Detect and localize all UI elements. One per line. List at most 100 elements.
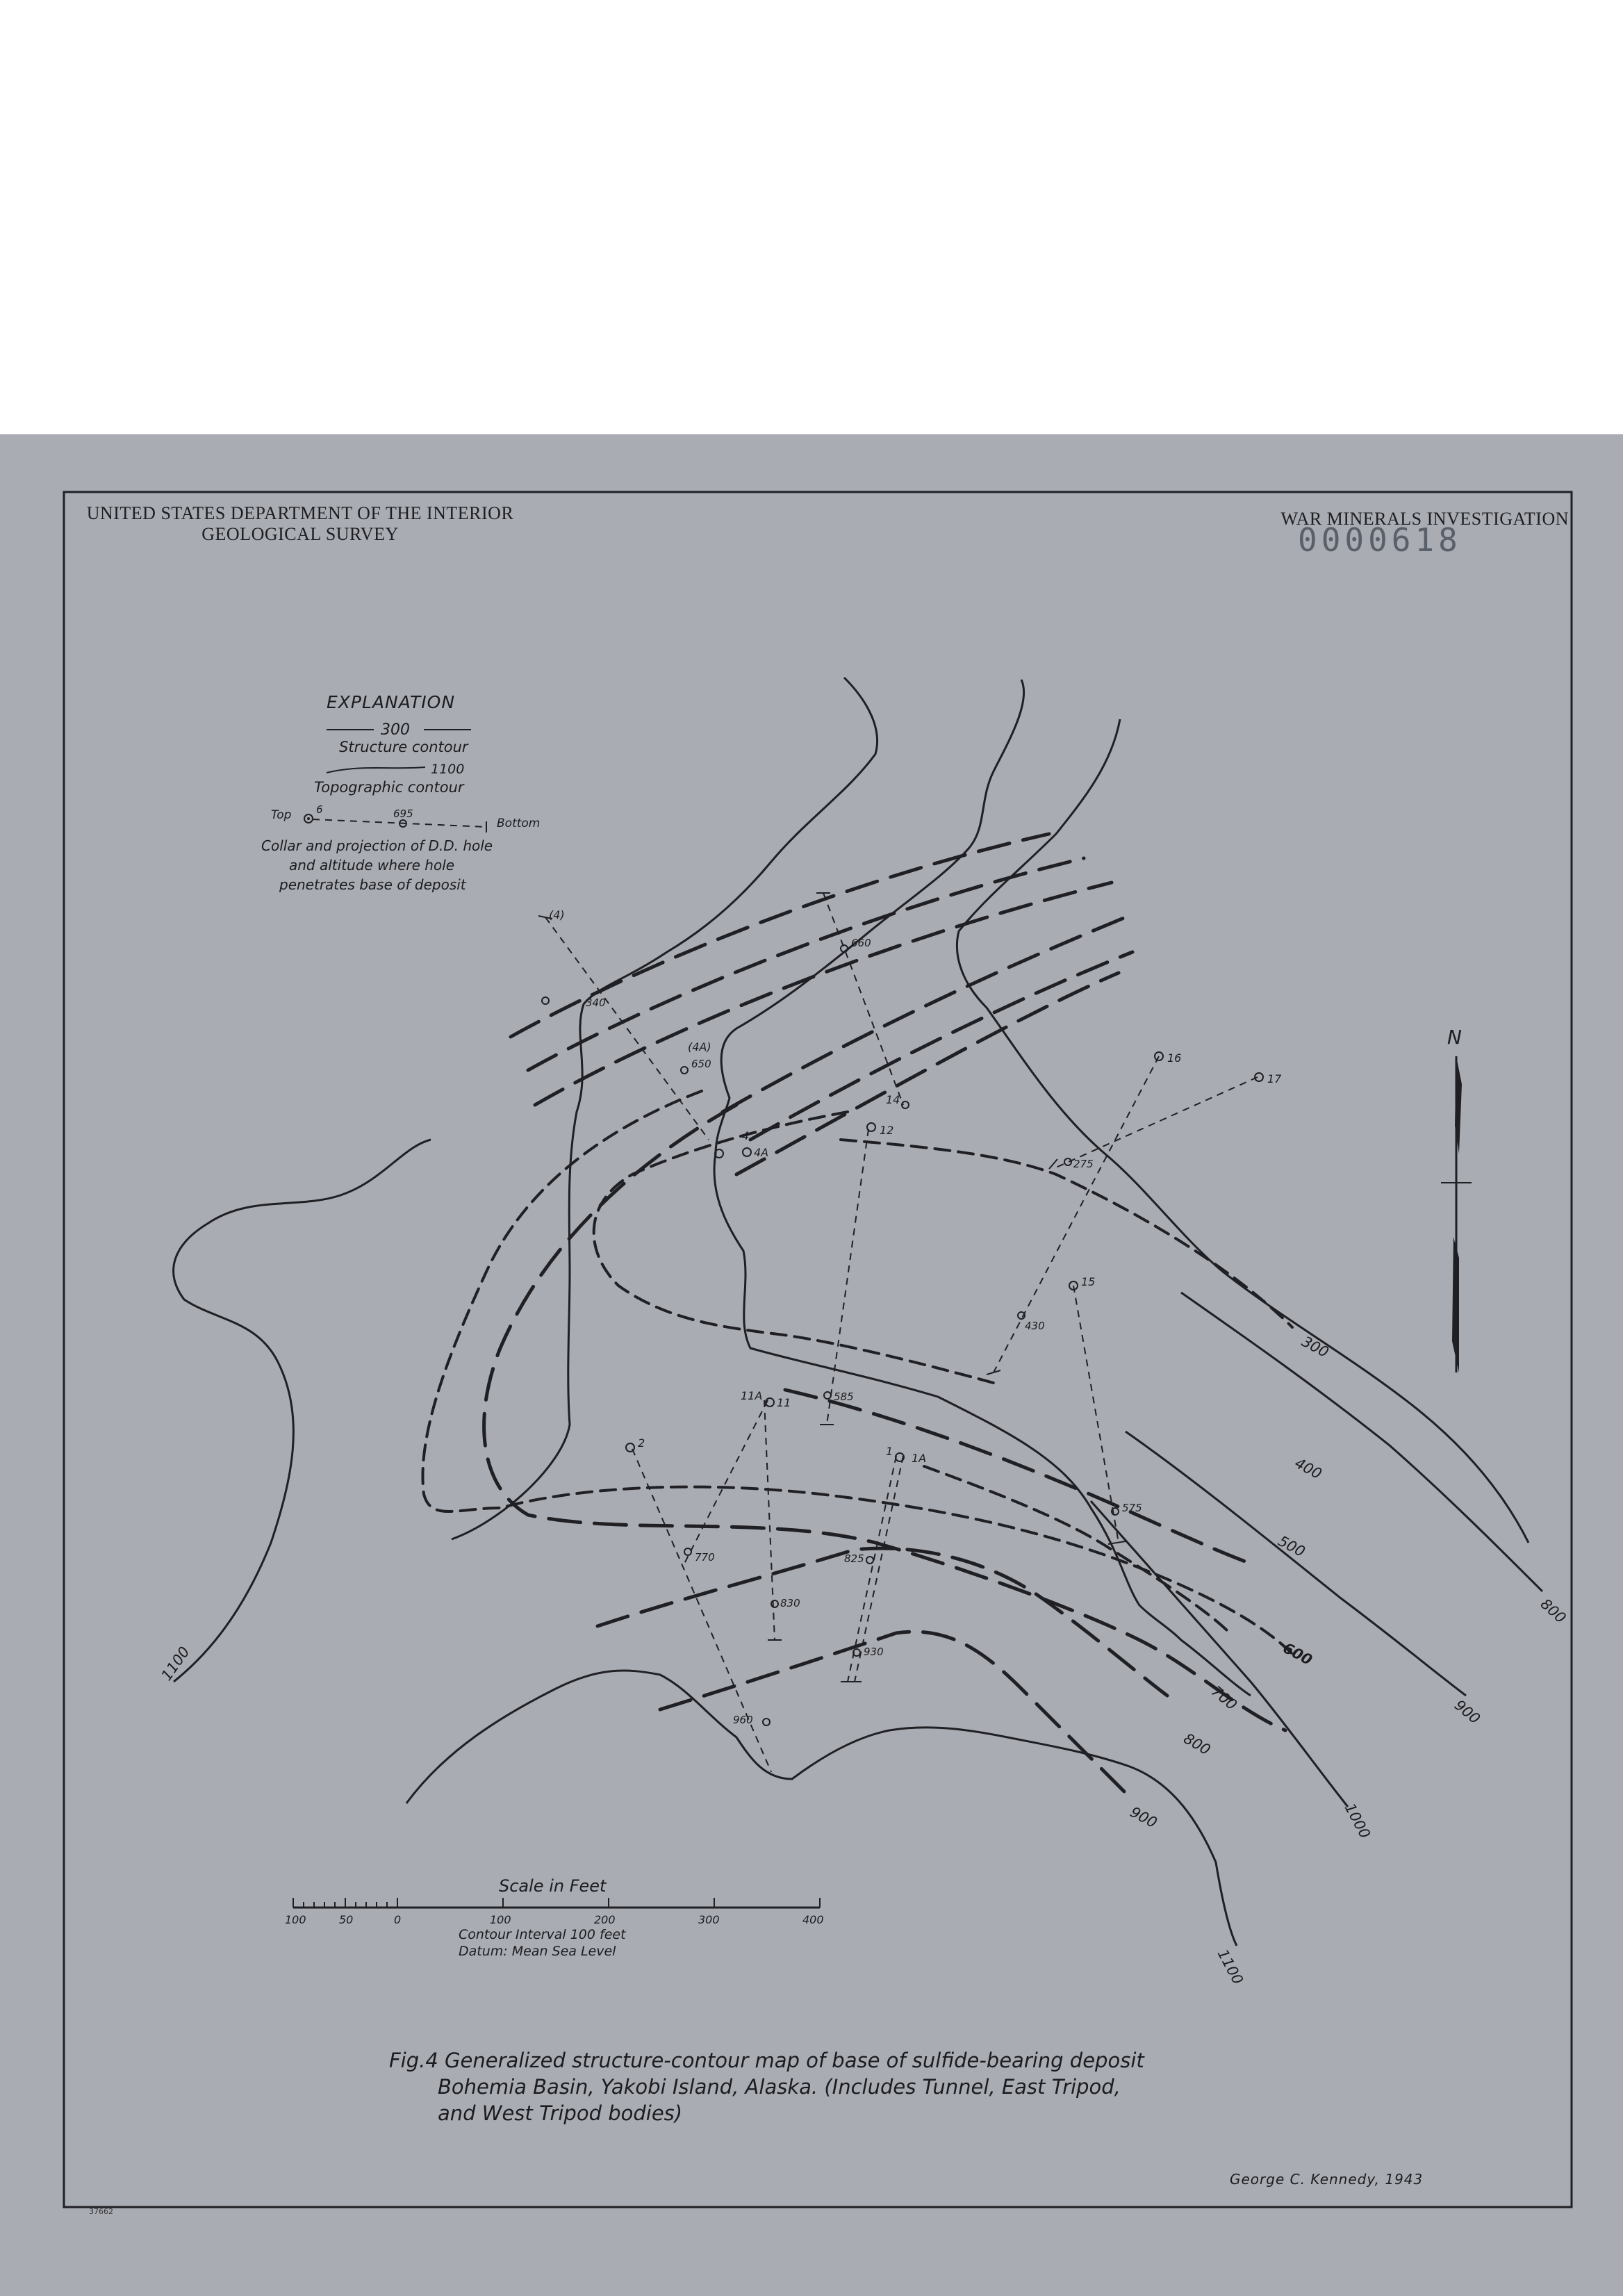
figure-caption: Fig.4 Generalized structure-contour map … — [389, 2047, 1144, 2126]
program-heading: WAR MINERALS INVESTIGATION — [1280, 509, 1569, 529]
topo-contour-upper-valley — [451, 676, 879, 1541]
collar-16 — [1154, 1051, 1164, 1061]
drill-hole-14-projection — [823, 892, 904, 1106]
altitude-770 — [684, 1548, 692, 1556]
scale-tick-label: 50 — [339, 1913, 353, 1926]
altitude-825 — [866, 1556, 874, 1564]
drill-hole-1A-projection — [854, 1455, 904, 1682]
structure-contour-900 — [658, 1630, 1128, 1795]
north-arrow-lower — [1452, 1237, 1459, 1372]
caption-line-3: and West Tripod bodies) — [438, 2101, 683, 2125]
structure-contour-1 — [509, 832, 1051, 1039]
altitude-label-660: 660 — [851, 937, 871, 949]
structure-contour-700 — [923, 1465, 1231, 1634]
legend-topo-value: 1100 — [431, 762, 464, 777]
altitude-label-770: 770 — [695, 1551, 715, 1564]
drill-hole-12-projection — [826, 1129, 869, 1425]
north-arrow: N — [1441, 1026, 1472, 1372]
altitude-830 — [771, 1600, 779, 1608]
drill-hole-16-projection — [993, 1056, 1160, 1373]
stamp-number: 0000618 — [1298, 521, 1462, 559]
collar-1A — [895, 1452, 905, 1462]
contour-labels: 300 400 500 600 700 800 900 800 900 1000… — [158, 1333, 1569, 1987]
drill-hole-11A-projection — [764, 1400, 775, 1641]
map-sheet — [0, 434, 1623, 2296]
contour-label-800: 800 — [1181, 1730, 1214, 1759]
author-signature: George C. Kennedy, 1943 — [1230, 2171, 1424, 2188]
contour-label-600: 600 — [1280, 1639, 1315, 1668]
topo-label-1000: 1000 — [1342, 1801, 1374, 1841]
structure-contour-3 — [533, 880, 1114, 1107]
hole-label-4A: 4A — [754, 1146, 768, 1159]
structure-contour-6 — [734, 971, 1121, 1176]
contour-label-900: 900 — [1128, 1803, 1160, 1831]
structure-contour-300 — [839, 1138, 1294, 1329]
hole-label-11: 11 — [777, 1396, 791, 1409]
legend-hole-desc-3: penetrates base of deposit — [279, 876, 467, 893]
topographic-contours — [172, 676, 1544, 1946]
scale-tick-label: 300 — [698, 1913, 720, 1926]
hole-label-12: 12 — [880, 1124, 893, 1137]
structure-contour-800 — [595, 1546, 1169, 1698]
legend-hole-number: 6 — [316, 803, 323, 816]
altitude-label-650: 650 — [691, 1058, 711, 1070]
topo-contour-800-east — [1180, 1291, 1544, 1593]
collar-14 — [901, 1101, 909, 1109]
collar-17 — [1254, 1072, 1264, 1082]
structure-contour-500 — [421, 1090, 1294, 1655]
legend-altitude-symbol — [399, 819, 407, 828]
scale-tick-labels: 100 50 0 100 200 300 400 — [285, 1913, 824, 1926]
topo-label-900: 900 — [1451, 1696, 1483, 1727]
altitude-label-430: 430 — [1025, 1320, 1045, 1332]
topo-contour-valley-east — [713, 679, 1251, 1697]
drill-hole-17-projection — [1055, 1076, 1258, 1168]
legend-top-label: Top — [271, 808, 292, 822]
hole-bottom-ticks — [538, 892, 1126, 1682]
drill-hole-2-projection — [632, 1448, 772, 1773]
neat-line-border — [63, 491, 1573, 2208]
contour-label-500: 500 — [1276, 1532, 1308, 1560]
legend-hole-line — [312, 819, 487, 828]
altitude-label-275: 275 — [1073, 1158, 1094, 1170]
hole-label-15: 15 — [1081, 1275, 1095, 1288]
altitude-650 — [680, 1066, 689, 1074]
hole-label-2: 2 — [638, 1436, 645, 1450]
altitude-label-930: 930 — [864, 1646, 884, 1658]
drill-hole-1-projection — [847, 1455, 897, 1682]
altitude-label-825: 825 — [844, 1552, 864, 1565]
hole-label-14: 14 — [886, 1093, 900, 1106]
topo-contour-1100-west — [172, 1138, 431, 1683]
legend-structure-value: 300 — [381, 721, 410, 739]
structure-contour-4 — [720, 915, 1128, 1114]
altitude-930 — [852, 1648, 861, 1657]
altitude-660 — [840, 944, 848, 953]
agency-line-1: UNITED STATES DEPARTMENT OF THE INTERIOR — [86, 503, 514, 523]
altitude-430 — [1017, 1311, 1025, 1320]
altitude-575 — [1111, 1507, 1119, 1516]
drill-hole-15-projection — [1073, 1285, 1119, 1543]
legend-topo-sample — [326, 766, 426, 773]
north-label: N — [1447, 1026, 1462, 1049]
structure-contour-5 — [748, 950, 1135, 1142]
hole-label-16: 16 — [1167, 1051, 1181, 1065]
structure-contour-600 — [783, 1388, 1253, 1566]
altitude-label-585: 585 — [834, 1391, 854, 1403]
legend: 300 Structure contour 1100 Topographic c… — [261, 721, 540, 893]
altitude-340 — [541, 997, 550, 1005]
topo-label-1100-west: 1100 — [158, 1643, 192, 1684]
hole-label-11A: 11A — [741, 1389, 762, 1402]
collar-4A-east — [742, 1147, 752, 1157]
altitude-labels: 340 650 660 275 430 585 575 770 825 830 … — [586, 937, 1142, 1726]
caption-line-1: Fig.4 Generalized structure-contour map … — [389, 2049, 1144, 2072]
legend-hole-desc-1: Collar and projection of D.D. hole — [261, 837, 493, 854]
agency-heading: UNITED STATES DEPARTMENT OF THE INTERIOR… — [78, 503, 522, 545]
hole-label-17: 17 — [1267, 1072, 1282, 1085]
legend-hole-desc-2: and altitude where hole — [289, 857, 454, 874]
scale-tick-label: 100 — [490, 1913, 511, 1926]
drill-hole-labels: (4) (4A) 4 4A 14 12 16 17 15 11A 11 2 1 … — [549, 908, 1282, 1465]
hole-label-1: 1 — [886, 1445, 893, 1458]
drill-collars — [541, 944, 1264, 1726]
altitude-585 — [823, 1391, 832, 1400]
topo-label-800: 800 — [1538, 1596, 1570, 1627]
